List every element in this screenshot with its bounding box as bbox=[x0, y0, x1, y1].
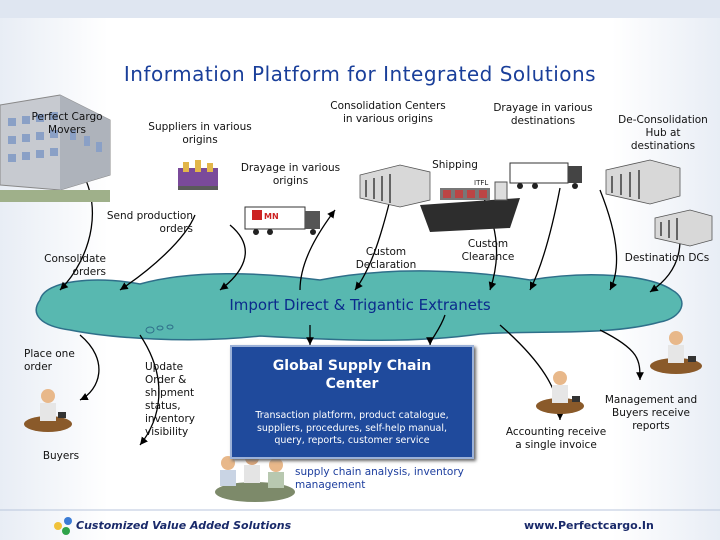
label-buyers: Buyers bbox=[42, 450, 80, 462]
arrow-suppliers bbox=[219, 224, 246, 291]
truck-icon bbox=[509, 162, 582, 189]
truck-brand: MN bbox=[264, 212, 279, 221]
center-title: Global Supply Chain Center bbox=[272, 358, 432, 392]
arrow-center-link bbox=[426, 314, 446, 346]
label-shipping: Shipping bbox=[432, 159, 478, 171]
arrow-place-order bbox=[79, 334, 100, 401]
page-title: Information Platform for Integrated Solu… bbox=[123, 62, 597, 86]
label-drayage-origins: Drayage in various origins bbox=[240, 162, 341, 187]
global-supply-chain-center: Global Supply Chain Center Transaction p… bbox=[230, 345, 474, 459]
label-suppliers: Suppliers in various origins bbox=[148, 121, 252, 146]
warehouse-icon bbox=[605, 159, 681, 205]
footer-left: Customized Value Added Solutions bbox=[76, 519, 292, 532]
arrow-send-orders bbox=[119, 214, 196, 291]
label-perfect-cargo-movers: Perfect Cargo Movers bbox=[31, 111, 103, 136]
arrow-destination-dcs bbox=[649, 239, 681, 293]
warehouse-icon bbox=[359, 164, 431, 208]
label-consolidation-centers: Consolidation Centers in various origins bbox=[330, 100, 446, 125]
label-accounting: Accounting receive a single invoice bbox=[505, 426, 607, 451]
supplier-rack-icon bbox=[178, 160, 218, 190]
footer-right[interactable]: www.Perfectcargo.In bbox=[524, 519, 654, 532]
person-at-desk-icon bbox=[650, 331, 702, 374]
label-send-production-orders: Send production orders bbox=[106, 210, 193, 235]
cargo-ship-icon bbox=[420, 181, 520, 232]
label-deconsolidation-hub: De-Consolidation Hub at destinations bbox=[618, 114, 708, 152]
label-custom-clearance: Custom Clearance bbox=[461, 238, 515, 263]
person-at-desk-icon bbox=[536, 371, 584, 414]
arrow-management bbox=[599, 329, 644, 381]
footer-bullet-icon bbox=[54, 517, 72, 535]
arrow-drayage-dest bbox=[529, 187, 561, 291]
arrow-update-order bbox=[139, 334, 160, 446]
label-custom-declaration: Custom Declaration bbox=[355, 246, 417, 271]
arrow-custom-declaration bbox=[354, 199, 391, 291]
ship-label: ITFL bbox=[474, 179, 488, 187]
truck-icon bbox=[244, 206, 320, 235]
center-subtitle: Transaction platform, product catalogue,… bbox=[255, 410, 449, 446]
extranet-banner-label: Import Direct & Trigantic Extranets bbox=[229, 296, 491, 314]
analysis-note: supply chain analysis, inventory managem… bbox=[295, 466, 464, 491]
person-at-desk-icon bbox=[24, 389, 72, 432]
label-drayage-destinations: Drayage in various destinations bbox=[493, 102, 593, 127]
arrow-dc-hub bbox=[599, 189, 618, 291]
analysts-group-icon bbox=[215, 451, 295, 502]
warehouse-icon bbox=[654, 209, 713, 247]
label-management-buyers: Management and Buyers receive reports bbox=[604, 394, 698, 432]
label-place-one-order: Place one order bbox=[24, 348, 75, 373]
office-building-icon bbox=[0, 94, 111, 202]
label-update-order: Update Order & shipment status, inventor… bbox=[145, 361, 195, 438]
label-destination-dcs: Destination DCs bbox=[624, 252, 710, 264]
label-consolidate-orders: Consolidate orders bbox=[44, 253, 106, 278]
arrow-consolidation bbox=[299, 209, 336, 291]
